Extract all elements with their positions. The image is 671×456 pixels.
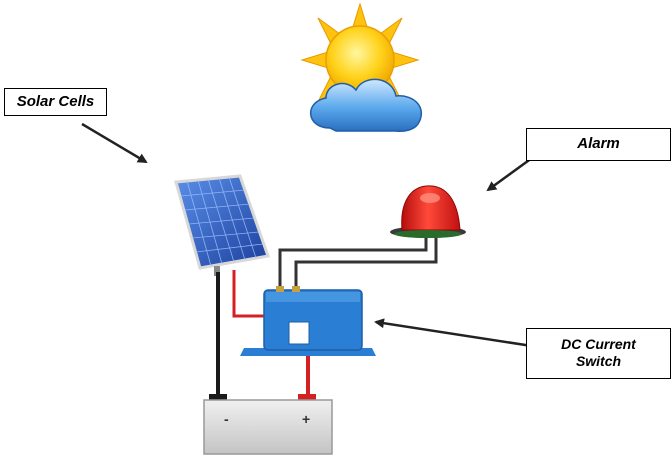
solar-panel-icon bbox=[174, 174, 270, 276]
battery-positive-label: + bbox=[302, 411, 310, 427]
alarm-arrow bbox=[486, 156, 533, 192]
solar-cells-text: Solar Cells bbox=[16, 93, 95, 110]
solar-cells-arrow bbox=[81, 122, 148, 164]
alarm-text: Alarm bbox=[577, 135, 620, 152]
alarm-wire-2 bbox=[294, 238, 438, 292]
dc-switch-text-line1: DC Current bbox=[561, 336, 636, 352]
battery-negative-label: - bbox=[224, 411, 229, 427]
alarm-label: Alarm bbox=[526, 128, 671, 161]
solar-cells-label: Solar Cells bbox=[4, 88, 107, 116]
red-wire-panel bbox=[232, 270, 266, 318]
dc-current-switch-icon bbox=[240, 286, 376, 356]
alarm-wire-1 bbox=[278, 238, 428, 292]
battery-icon: - + bbox=[203, 394, 333, 455]
dc-switch-arrow bbox=[374, 318, 533, 348]
dc-current-switch-label: DC Current Switch bbox=[526, 328, 671, 379]
alarm-light-icon bbox=[390, 185, 466, 238]
dc-switch-text-line2: Switch bbox=[575, 353, 622, 369]
sun-cloud-icon bbox=[300, 2, 423, 132]
